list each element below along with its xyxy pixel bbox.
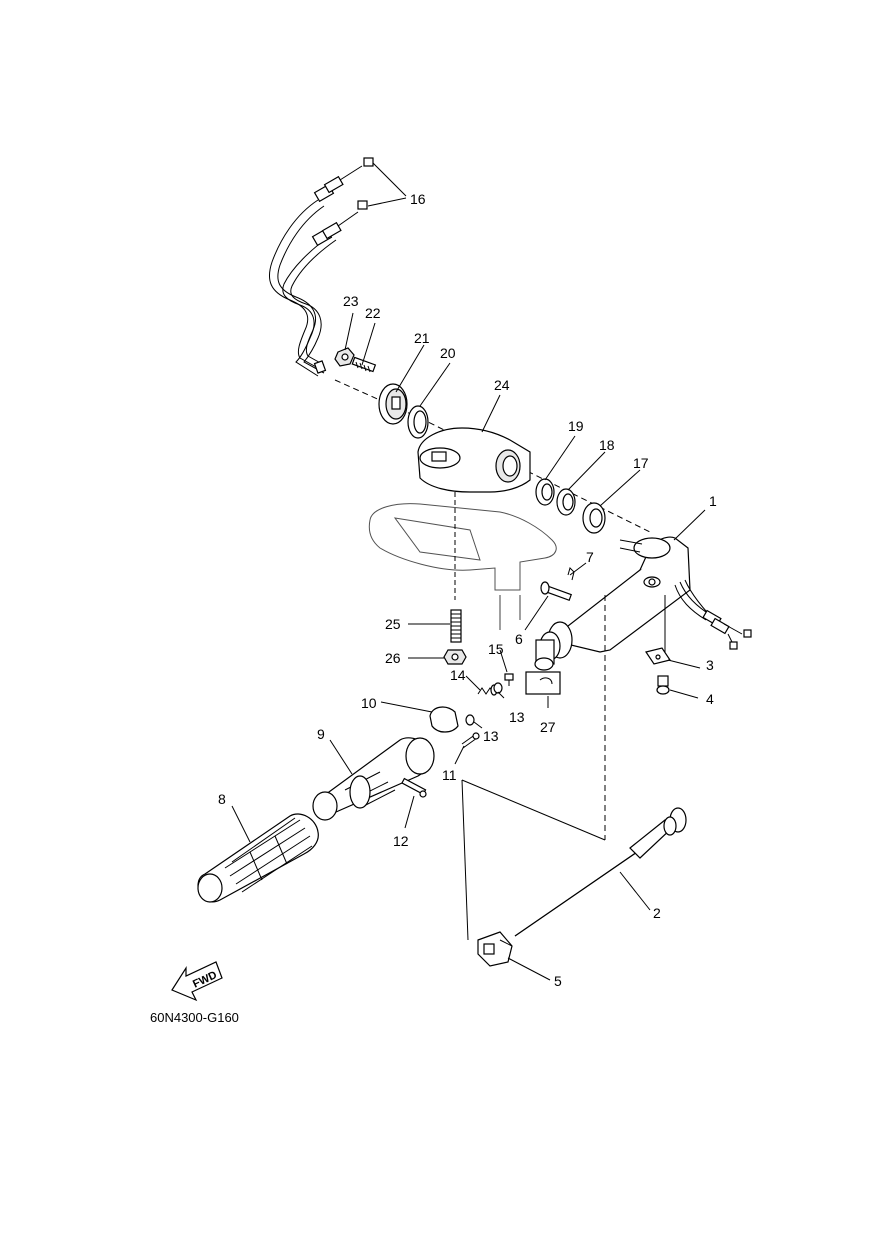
callout-2: 2 — [653, 905, 661, 921]
callout-21: 21 — [414, 330, 430, 346]
callout-15: 15 — [488, 641, 504, 657]
callout-23: 23 — [343, 293, 359, 309]
clip-5 — [477, 931, 513, 967]
plate-3 — [645, 647, 671, 665]
callout-7: 7 — [586, 549, 594, 565]
washer-13-upper — [493, 682, 503, 694]
ring-20 — [407, 405, 429, 439]
callout-25: 25 — [385, 616, 401, 632]
grip-8 — [197, 813, 319, 903]
callout-1: 1 — [709, 493, 717, 509]
callout-19: 19 — [568, 418, 584, 434]
cable-end-16b — [357, 200, 368, 210]
callout-6: 6 — [515, 631, 523, 647]
callout-18: 18 — [599, 437, 615, 453]
shift-cables — [674, 579, 752, 650]
washer-13-lower — [465, 714, 475, 726]
fwd-arrow-icon: FWD — [171, 961, 223, 1002]
screw-15 — [504, 673, 514, 686]
leader-lines — [231, 162, 706, 981]
callout-27: 27 — [540, 719, 556, 735]
bracket-24 — [417, 427, 531, 493]
callout-8: 8 — [218, 791, 226, 807]
callout-11: 11 — [442, 767, 457, 783]
callout-20: 20 — [440, 345, 456, 361]
screw-11 — [461, 732, 480, 749]
pin-6 — [540, 581, 573, 602]
collar-10 — [429, 706, 459, 733]
callout-13b: 13 — [483, 728, 499, 744]
stud-25 — [450, 609, 462, 643]
callout-24: 24 — [494, 377, 510, 393]
callout-9: 9 — [317, 726, 325, 742]
washer-18 — [556, 488, 576, 516]
callout-10: 10 — [361, 695, 377, 711]
throttle-shaft-9 — [312, 737, 435, 821]
callout-16: 16 — [410, 191, 426, 207]
callout-26: 26 — [385, 650, 401, 666]
callouts: 1 2 3 4 5 6 7 8 9 10 11 12 13 13 14 15 1… — [218, 191, 717, 989]
washer-19 — [535, 478, 555, 506]
washer-17 — [582, 502, 606, 534]
base-plate — [368, 503, 557, 630]
nut-23 — [334, 347, 355, 367]
callout-3: 3 — [706, 657, 714, 673]
bracket-27 — [525, 671, 561, 695]
bolt-4 — [656, 675, 670, 695]
spring-7 — [567, 567, 575, 581]
callout-12: 12 — [393, 833, 409, 849]
callout-14: 14 — [450, 667, 466, 683]
callout-13a: 13 — [509, 709, 525, 725]
drawing-code: 60N4300-G160 — [150, 1010, 239, 1025]
tiller-bracket-1 — [534, 536, 691, 671]
nut-26 — [443, 649, 467, 665]
callout-5: 5 — [554, 973, 562, 989]
screw-22 — [351, 356, 377, 373]
cable-2 — [514, 807, 687, 937]
callout-4: 4 — [706, 691, 714, 707]
callout-22: 22 — [365, 305, 381, 321]
plate-21 — [378, 383, 408, 425]
callout-17: 17 — [633, 455, 649, 471]
screw-12 — [401, 777, 427, 798]
cable-end-16a — [363, 157, 374, 167]
throttle-cables — [268, 157, 374, 377]
